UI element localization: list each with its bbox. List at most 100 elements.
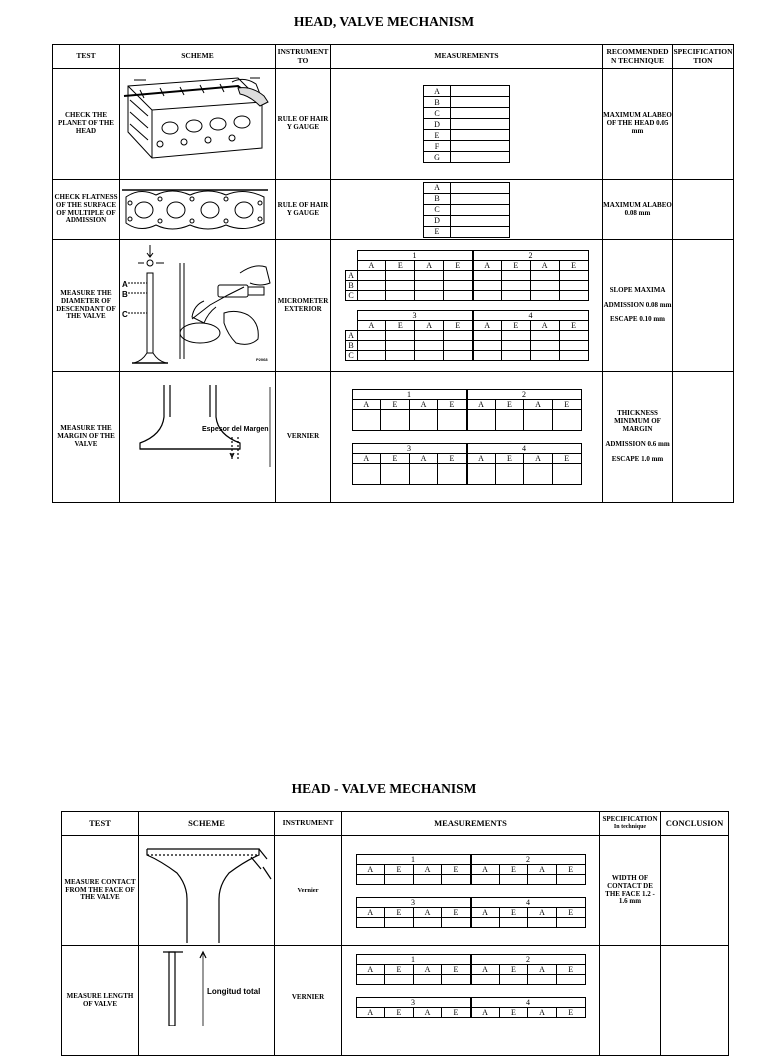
value-cell[interactable]: [551, 463, 582, 485]
value-cell[interactable]: [414, 280, 445, 291]
value-cell[interactable]: [443, 350, 473, 361]
value-cell[interactable]: [443, 280, 473, 291]
value-cell[interactable]: [500, 280, 531, 291]
value-cell[interactable]: [527, 974, 557, 985]
value-cell[interactable]: [529, 350, 560, 361]
value-cell[interactable]: [385, 350, 416, 361]
value-cell[interactable]: [469, 916, 500, 928]
value-cell[interactable]: [437, 409, 467, 431]
value-cell[interactable]: [443, 330, 473, 341]
value-cell[interactable]: [356, 350, 387, 361]
value-cell[interactable]: [450, 214, 510, 227]
value-cell[interactable]: [523, 463, 553, 485]
value-cell[interactable]: [494, 463, 525, 485]
value-cell[interactable]: [551, 409, 582, 431]
value-cell[interactable]: [471, 290, 502, 301]
value-cell[interactable]: [384, 916, 414, 928]
value-cell[interactable]: [527, 916, 557, 928]
value-cell[interactable]: [412, 873, 443, 885]
value-cell[interactable]: [469, 974, 500, 985]
value-cell[interactable]: [500, 340, 531, 351]
value-cell[interactable]: [498, 974, 529, 985]
value-cell[interactable]: [558, 280, 589, 291]
value-cell[interactable]: [414, 290, 445, 301]
value-cell[interactable]: [385, 330, 416, 341]
value-cell[interactable]: [494, 409, 525, 431]
value-cell[interactable]: [356, 340, 387, 351]
value-cell[interactable]: [414, 330, 445, 341]
value-cell[interactable]: [414, 270, 445, 281]
value-cell[interactable]: [443, 340, 473, 351]
value-cell[interactable]: [385, 280, 416, 291]
specification-cell[interactable]: [672, 239, 734, 372]
value-cell[interactable]: [471, 270, 502, 281]
value-cell[interactable]: [450, 85, 510, 97]
value-cell[interactable]: [450, 118, 510, 130]
value-cell[interactable]: [385, 290, 416, 301]
value-cell[interactable]: [412, 916, 443, 928]
value-cell[interactable]: [356, 290, 387, 301]
specification-cell[interactable]: [672, 179, 734, 240]
value-cell[interactable]: [437, 463, 467, 485]
value-cell[interactable]: [355, 873, 386, 885]
value-cell[interactable]: [498, 916, 529, 928]
value-cell[interactable]: [356, 280, 387, 291]
value-cell[interactable]: [450, 107, 510, 119]
value-cell[interactable]: [408, 409, 439, 431]
value-cell[interactable]: [529, 340, 560, 351]
value-cell[interactable]: [471, 330, 502, 341]
value-cell[interactable]: [414, 350, 445, 361]
value-cell[interactable]: [558, 290, 589, 301]
value-cell[interactable]: [500, 350, 531, 361]
value-cell[interactable]: [555, 873, 586, 885]
value-cell[interactable]: [443, 270, 473, 281]
value-cell[interactable]: [469, 873, 500, 885]
value-cell[interactable]: [450, 192, 510, 205]
value-cell[interactable]: [500, 270, 531, 281]
value-cell[interactable]: [441, 974, 471, 985]
value-cell[interactable]: [351, 463, 382, 485]
value-cell[interactable]: [384, 974, 414, 985]
value-cell[interactable]: [527, 873, 557, 885]
value-cell[interactable]: [408, 463, 439, 485]
value-cell[interactable]: [450, 203, 510, 216]
value-cell[interactable]: [465, 409, 496, 431]
value-cell[interactable]: [414, 340, 445, 351]
value-cell[interactable]: [385, 270, 416, 281]
value-cell[interactable]: [555, 916, 586, 928]
value-cell[interactable]: [385, 340, 416, 351]
specification-cell[interactable]: [672, 371, 734, 503]
value-cell[interactable]: [450, 129, 510, 141]
value-cell[interactable]: [558, 330, 589, 341]
value-cell[interactable]: [558, 350, 589, 361]
conclusion-cell[interactable]: [660, 835, 729, 946]
conclusion-cell[interactable]: [660, 945, 729, 1056]
value-cell[interactable]: [380, 463, 410, 485]
value-cell[interactable]: [555, 974, 586, 985]
value-cell[interactable]: [355, 916, 386, 928]
value-cell[interactable]: [443, 290, 473, 301]
value-cell[interactable]: [356, 270, 387, 281]
value-cell[interactable]: [500, 330, 531, 341]
value-cell[interactable]: [558, 340, 589, 351]
value-cell[interactable]: [351, 409, 382, 431]
value-cell[interactable]: [450, 96, 510, 108]
value-cell[interactable]: [412, 974, 443, 985]
value-cell[interactable]: [500, 290, 531, 301]
value-cell[interactable]: [356, 330, 387, 341]
value-cell[interactable]: [384, 873, 414, 885]
value-cell[interactable]: [450, 181, 510, 194]
specification-cell[interactable]: [672, 68, 734, 180]
value-cell[interactable]: [529, 270, 560, 281]
value-cell[interactable]: [465, 463, 496, 485]
value-cell[interactable]: [355, 974, 386, 985]
value-cell[interactable]: [498, 873, 529, 885]
value-cell[interactable]: [450, 151, 510, 163]
value-cell[interactable]: [523, 409, 553, 431]
value-cell[interactable]: [471, 350, 502, 361]
value-cell[interactable]: [380, 409, 410, 431]
value-cell[interactable]: [471, 340, 502, 351]
value-cell[interactable]: [529, 280, 560, 291]
value-cell[interactable]: [441, 916, 471, 928]
value-cell[interactable]: [441, 873, 471, 885]
